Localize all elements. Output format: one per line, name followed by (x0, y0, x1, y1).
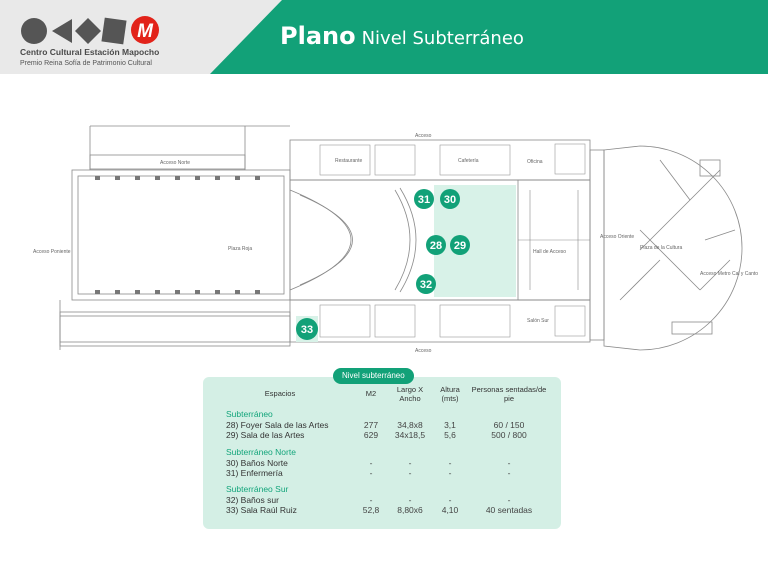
row-dims: - (408, 458, 412, 468)
marker-30[interactable]: 30 (440, 189, 460, 209)
row-people: 40 sentadas (485, 505, 533, 515)
row-people: - (507, 495, 511, 505)
svg-text:28: 28 (430, 240, 442, 252)
row-dims: 8,80x6 (397, 505, 423, 515)
row-m2: - (369, 458, 373, 468)
row-name: 29) Sala de las Artes (226, 430, 305, 440)
svg-text:30: 30 (444, 194, 456, 206)
marker-33[interactable]: 33 (296, 318, 318, 340)
row-height: - (448, 458, 452, 468)
row-m2: - (369, 495, 373, 505)
plaza-cultura-label: Plaza de la Cultura (640, 245, 682, 251)
marker-28[interactable]: 28 (426, 235, 446, 255)
row-dims: - (408, 468, 412, 478)
plaza-outline (603, 145, 743, 351)
spaces-table (203, 377, 561, 529)
logo-square-icon (101, 17, 127, 45)
cafeteria-label: Cafetería (458, 158, 479, 164)
row-name: 28) Foyer Sala de las Artes (226, 420, 329, 430)
institution-subtitle: Premio Reina Sofía de Patrimonio Cultura… (20, 60, 152, 67)
row-m2: 629 (363, 430, 379, 440)
plaza-roja-label: Plaza Roja (228, 246, 252, 252)
logo-circle-icon (21, 18, 47, 44)
row-people: - (507, 458, 511, 468)
logo-diamond-icon (75, 18, 101, 44)
svg-text:29: 29 (454, 240, 466, 252)
west-hall-outline (71, 169, 291, 301)
metro-logo-letter: M (137, 21, 154, 42)
header-altura: Altura (mts) (440, 385, 460, 403)
marker-32[interactable]: 32 (416, 274, 436, 294)
acceso-top-label: Acceso (415, 133, 432, 139)
marker-31[interactable]: 31 (414, 189, 434, 209)
header-m2: M2 (365, 389, 377, 398)
row-name: 31) Enfermería (226, 468, 283, 478)
row-m2: - (369, 468, 373, 478)
acceso-norte-label: Acceso Norte (160, 160, 190, 166)
institution-name: Centro Cultural Estación Mapocho (20, 47, 160, 57)
row-people: 500 / 800 (491, 430, 527, 440)
row-name: 33) Sala Raúl Ruiz (226, 505, 297, 515)
salon-sur-label: Salón Sur (527, 318, 549, 324)
table-tag: Nivel subterráneo (333, 368, 414, 384)
marker-29[interactable]: 29 (450, 235, 470, 255)
row-height: - (448, 495, 452, 505)
header-personas: Personas sentadas/de pie (471, 385, 547, 403)
section-title-subterraneo: Subterráneo (226, 409, 273, 419)
row-dims: 34,8x8 (397, 420, 423, 430)
row-height: 3,1 (444, 420, 456, 430)
acceso-poniente-label: Acceso Poniente (33, 249, 71, 255)
acceso-oriente-label: Acceso Oriente (600, 234, 634, 240)
restaurante-label: Restaurante (335, 158, 362, 164)
title-level: Nivel Subterráneo (361, 28, 524, 49)
header-largo: Largo X Ancho (396, 385, 424, 403)
row-name: 32) Baños sur (226, 495, 279, 505)
svg-text:32: 32 (420, 279, 432, 291)
section-title-sur: Subterráneo Sur (226, 484, 289, 494)
title-bold: Plano (280, 22, 356, 50)
acceso-bottom-label: Acceso (415, 348, 432, 354)
row-m2: 52,8 (362, 505, 380, 515)
row-m2: 277 (363, 420, 379, 430)
header-band: M (0, 0, 768, 74)
acceso-metro-label: Acceso Metro Cal y Canto (700, 271, 758, 277)
svg-text:31: 31 (418, 194, 430, 206)
row-height: 5,6 (444, 430, 456, 440)
logo-triangle-icon (52, 19, 72, 43)
hall-acceso-label: Hall de Acceso (533, 249, 566, 255)
svg-text:33: 33 (301, 324, 313, 336)
row-people: 60 / 150 (493, 420, 525, 430)
row-dims: 34x18,5 (394, 430, 426, 440)
row-height: - (448, 468, 452, 478)
row-dims: - (408, 495, 412, 505)
row-name: 30) Baños Norte (226, 458, 288, 468)
row-height: 4,10 (441, 505, 459, 515)
metro-logo-icon (131, 16, 159, 44)
row-people: - (507, 468, 511, 478)
oficina-label: Oficina (527, 159, 543, 165)
section-title-norte: Subterráneo Norte (226, 447, 296, 457)
header-espacios: Espacios (264, 389, 296, 398)
